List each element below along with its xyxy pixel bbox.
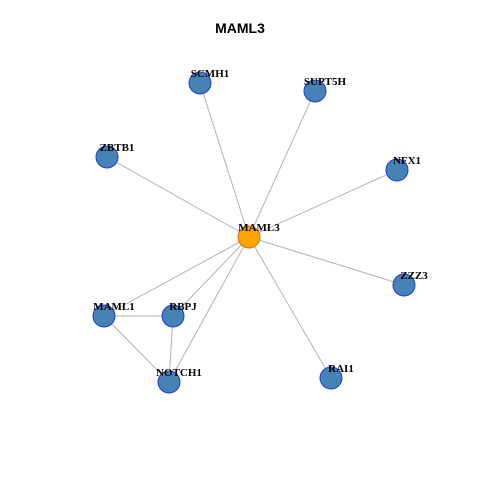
edge-maml3-maml1: [103, 236, 250, 317]
node-circle: [157, 370, 181, 394]
edge-maml3-zbtb1: [106, 156, 250, 238]
edge-maml3-nfx1: [248, 169, 398, 238]
edge-maml3-supt5h: [248, 90, 316, 238]
node-label: ZBTB1: [100, 142, 135, 154]
node-notch1: NOTCH1: [156, 367, 202, 394]
node-label: MAML1: [93, 301, 135, 313]
node-label: RBPJ: [169, 301, 197, 313]
node-circle: [188, 71, 212, 95]
node-circle: [385, 158, 409, 182]
node-label: RAI1: [328, 363, 354, 375]
node-rai1: RAI1: [319, 363, 354, 390]
edge-maml3-scmh1: [199, 82, 250, 238]
node-label: ZZZ3: [400, 270, 428, 282]
node-scmh1: SCMH1: [188, 68, 230, 95]
node-circle: [161, 304, 185, 328]
node-circle: [319, 366, 343, 390]
edge-maml3-rbpj: [172, 236, 250, 317]
node-rbpj: RBPJ: [161, 301, 197, 328]
node-circle: [392, 273, 416, 297]
edge-maml3-zzz3: [248, 236, 405, 286]
node-circle: [92, 304, 116, 328]
node-circle: [303, 79, 327, 103]
node-circle: [237, 225, 261, 249]
edge-maml1-notch1: [103, 315, 170, 383]
graph-title: MAML3: [215, 20, 265, 36]
edge-maml3-rai1: [248, 236, 332, 379]
node-zzz3: ZZZ3: [392, 270, 428, 297]
node-label: NFX1: [393, 155, 421, 167]
node-zbtb1: ZBTB1: [95, 142, 135, 169]
node-label: MAML3: [238, 222, 280, 234]
node-label: SUPT5H: [304, 76, 347, 88]
edge-maml3-notch1: [168, 236, 250, 383]
node-label: SCMH1: [191, 68, 230, 80]
node-label: NOTCH1: [156, 367, 202, 379]
node-circle: [95, 145, 119, 169]
node-supt5h: SUPT5H: [303, 76, 347, 103]
node-nfx1: NFX1: [385, 155, 421, 182]
node-maml1: MAML1: [92, 301, 135, 328]
node-maml3: MAML3: [237, 222, 280, 249]
